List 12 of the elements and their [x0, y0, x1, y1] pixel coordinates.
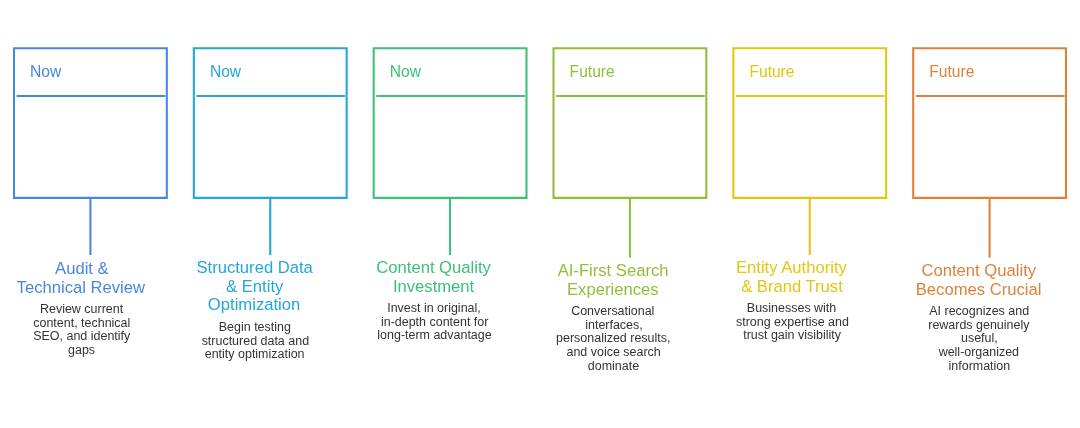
- connector: [449, 198, 452, 256]
- node-text: AI-First Search Experiences Conversational interfaces, personalized results, and voice search dominate: [556, 261, 671, 373]
- node-text: Content Quality Becomes Crucial AI recognizes and rewards genuinely useful, well-organized information: [915, 261, 1042, 373]
- node-text: Entity Authority & Brand Trust Businesses with strong expertise and trust gain visibility: [735, 258, 849, 343]
- node-text: Audit & Technical Review Review current content, technical SEO, and identify gaps: [16, 259, 146, 357]
- connector: [89, 198, 92, 256]
- connector: [988, 198, 991, 258]
- node-text: Content Quality Investment Invest in original, in-depth content for long-term advantage: [376, 258, 492, 343]
- connector: [628, 198, 631, 258]
- connector: [269, 198, 272, 256]
- connector: [808, 198, 811, 256]
- node-text: Structured Data & Entity Optimization Begin testing structured data and entity optimization: [196, 258, 313, 362]
